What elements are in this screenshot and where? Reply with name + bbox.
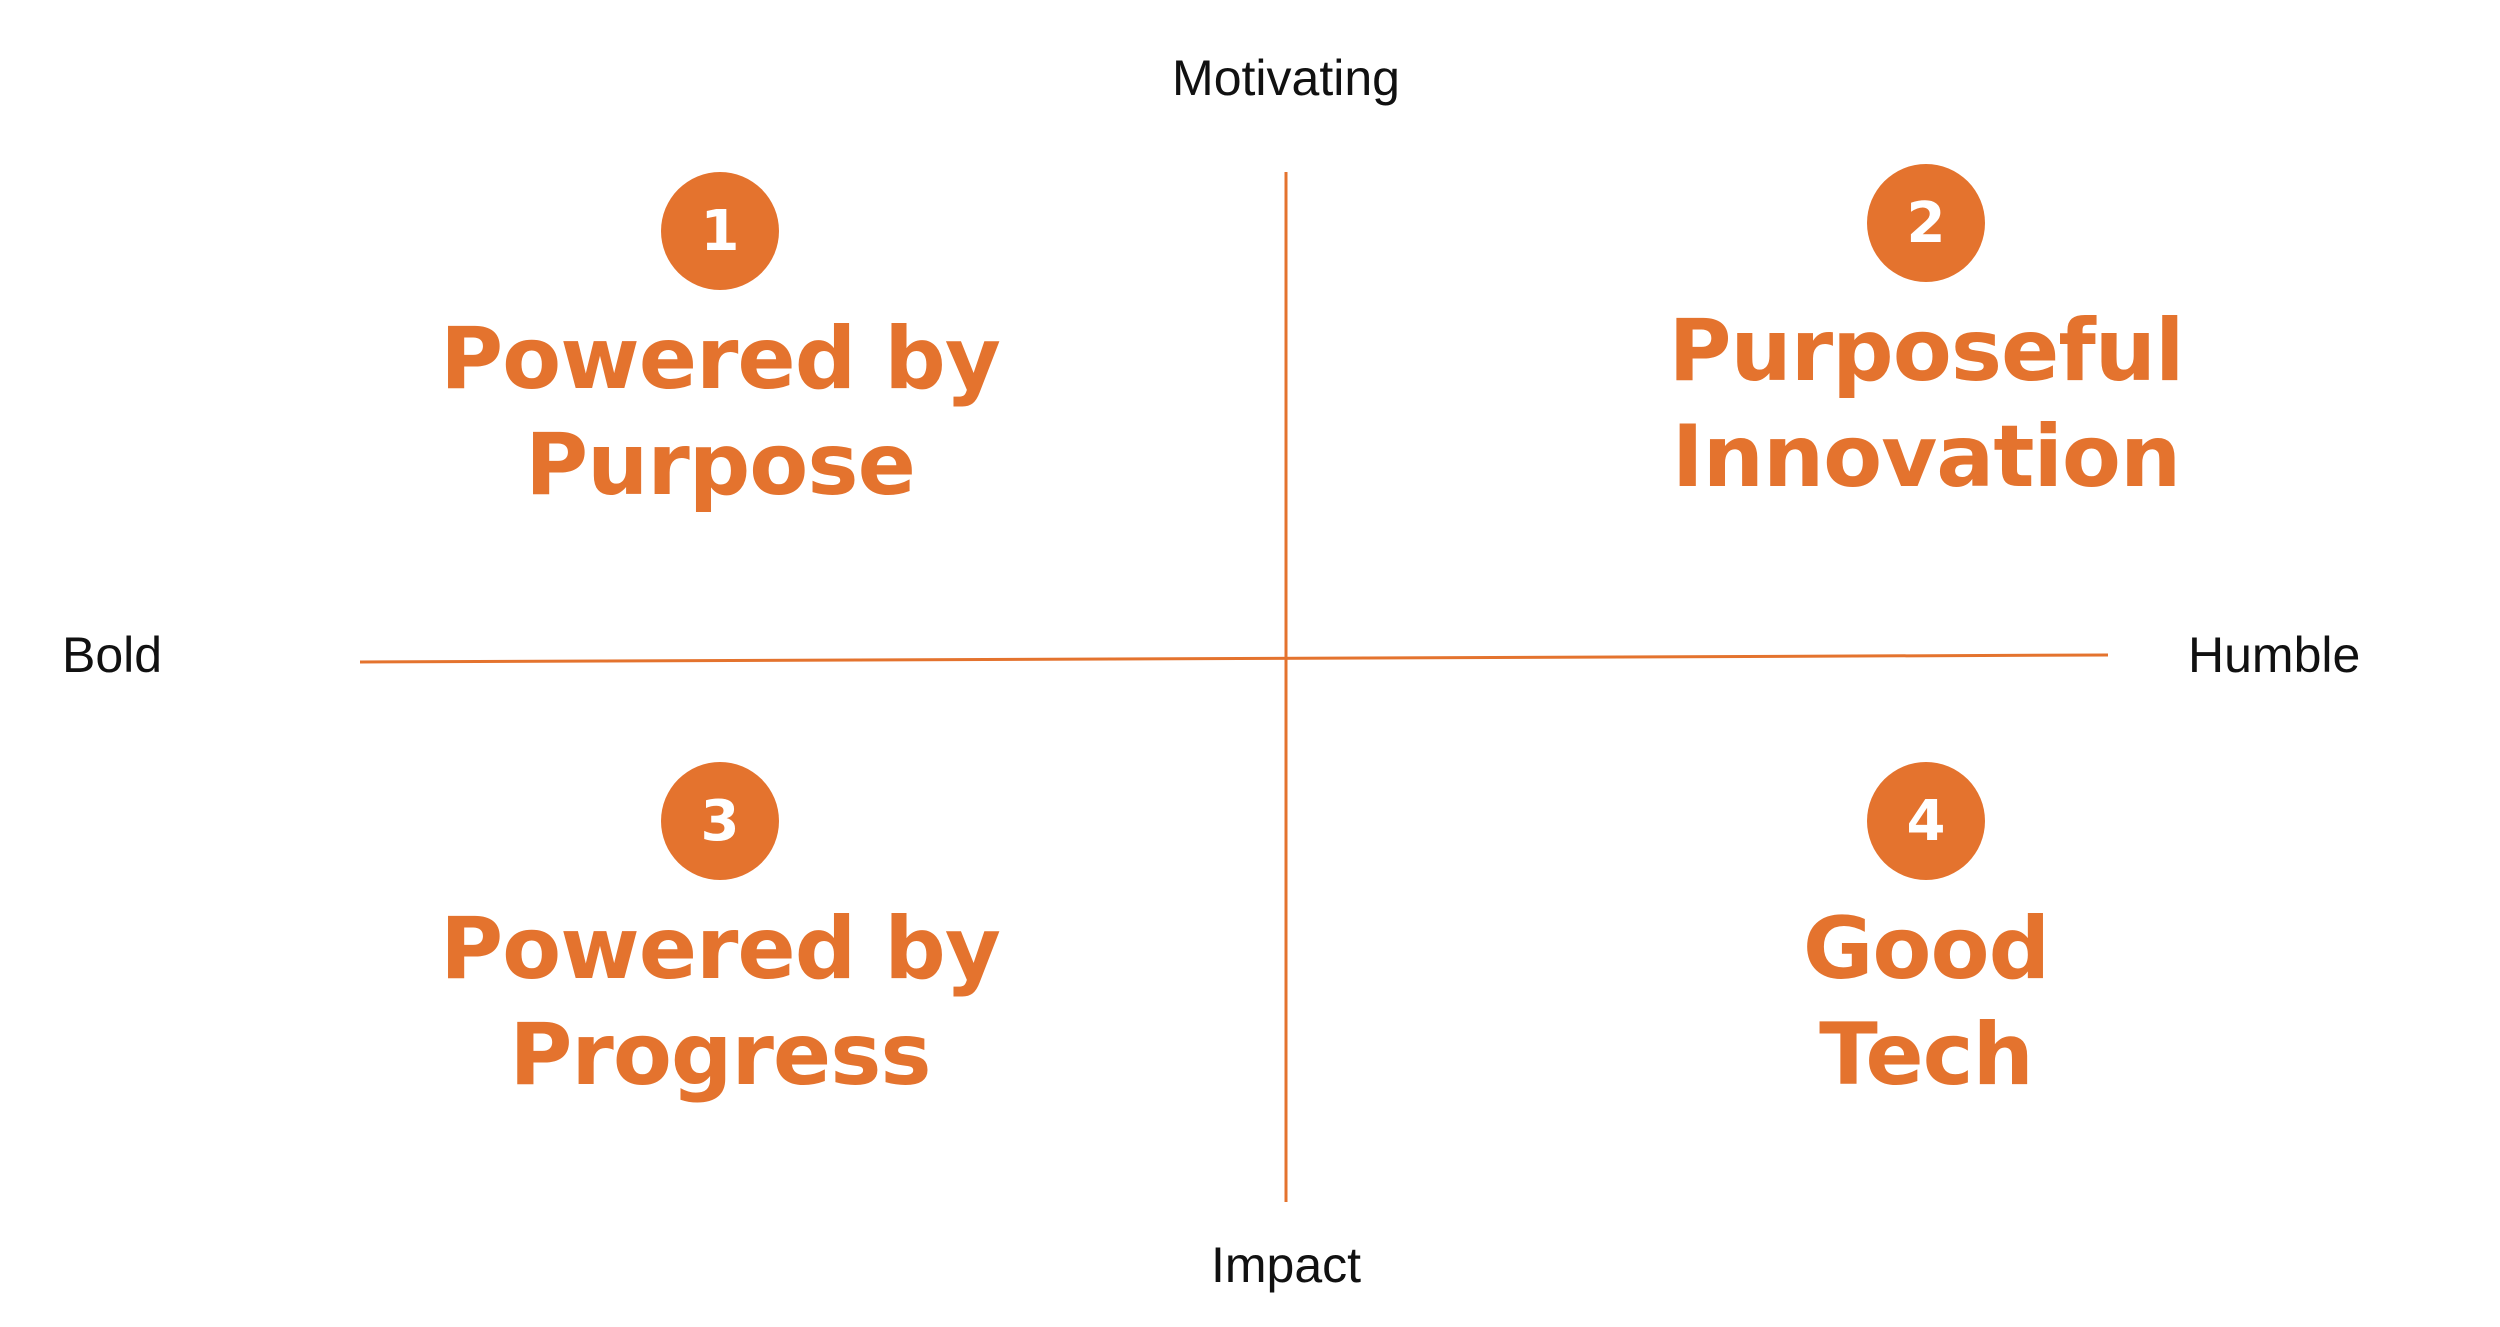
quadrant-title: Purposeful Innovation <box>1668 298 2185 510</box>
quadrant-4: 4 Good Tech <box>1576 762 2276 1108</box>
quadrant-title-line-2: Progress <box>509 1005 931 1105</box>
quadrant-title-line-2: Tech <box>1819 1005 2034 1105</box>
horizontal-axis-line <box>359 653 2109 664</box>
quadrant-title: Powered by Progress <box>440 896 1001 1108</box>
quadrant-title: Good Tech <box>1802 896 2050 1108</box>
number-badge: 2 <box>1867 164 1985 282</box>
quadrant-title-line-1: Purposeful <box>1668 301 2185 401</box>
quadrant-title-line-1: Powered by <box>440 899 1001 999</box>
quadrant-title-line-1: Good <box>1802 899 2050 999</box>
number-badge: 4 <box>1867 762 1985 880</box>
number-badge: 3 <box>661 762 779 880</box>
axis-label-bottom: Impact <box>1210 1237 1362 1293</box>
quadrant-1: 1 Powered by Purpose <box>370 172 1070 518</box>
quadrant-title-line-2: Purpose <box>525 415 916 515</box>
axis-label-right: Humble <box>2188 627 2361 683</box>
axis-label-top: Motivating <box>1172 50 1400 106</box>
axis-label-left: Bold <box>62 627 163 683</box>
number-badge: 1 <box>661 172 779 290</box>
quadrant-title-line-2: Innovation <box>1671 407 2182 507</box>
quadrant-title-line-1: Powered by <box>440 309 1001 409</box>
quadrant-2: 2 Purposeful Innovation <box>1576 164 2276 510</box>
quadrant-title: Powered by Purpose <box>440 306 1001 518</box>
quadrant-3: 3 Powered by Progress <box>370 762 1070 1108</box>
